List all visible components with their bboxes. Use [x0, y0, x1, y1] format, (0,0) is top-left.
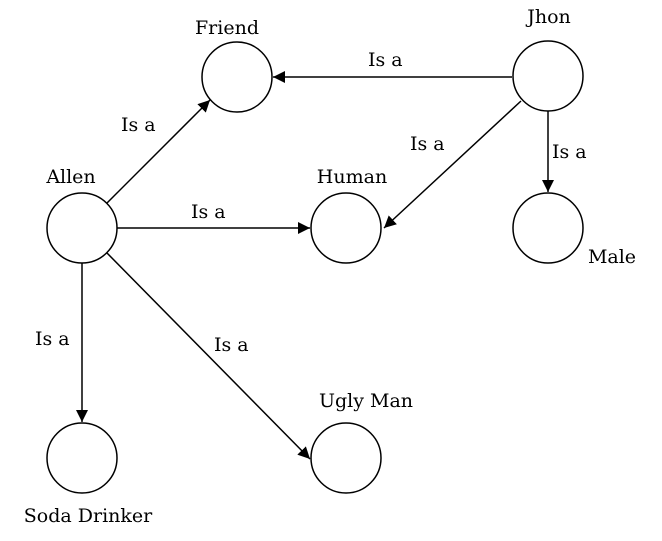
node-jhon: [512, 40, 584, 112]
node-label-soda-drinker: Soda Drinker: [24, 505, 153, 527]
edge-jhon-human: [383, 100, 522, 229]
edge-label-allen-human: Is a: [191, 201, 226, 223]
node-allen: [46, 192, 118, 264]
node-label-jhon: Jhon: [525, 6, 571, 28]
edge-allen-friend: [106, 99, 211, 204]
edge-allen-ugly-man: [106, 252, 311, 460]
edge-label-allen-ugly-man: Is a: [214, 334, 249, 356]
node-label-ugly-man: Ugly Man: [319, 390, 413, 412]
edge-label-allen-soda-drinker: Is a: [35, 328, 70, 350]
node-friend: [201, 41, 273, 113]
edge-label-jhon-human: Is a: [410, 133, 445, 155]
edge-label-allen-friend: Is a: [121, 114, 156, 136]
node-label-allen: Allen: [45, 166, 95, 188]
node-label-male: Male: [588, 246, 636, 268]
node-ugly-man: [310, 422, 382, 494]
edge-label-jhon-male: Is a: [552, 141, 587, 163]
node-soda-drinker: [46, 422, 118, 494]
node-label-human: Human: [317, 166, 387, 188]
node-human: [310, 192, 382, 264]
edge-label-jhon-friend: Is a: [368, 49, 403, 71]
node-male: [512, 192, 584, 264]
node-label-friend: Friend: [195, 17, 259, 39]
